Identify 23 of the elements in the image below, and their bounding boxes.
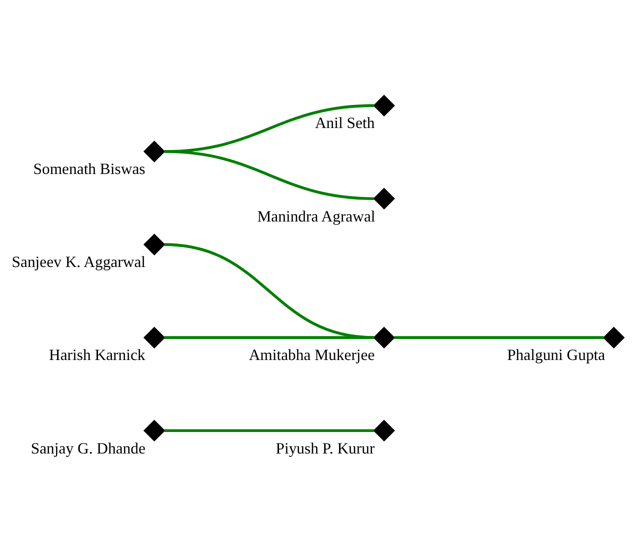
node-diamond bbox=[373, 94, 395, 116]
connector bbox=[394, 336, 604, 339]
node-diamond bbox=[143, 140, 166, 162]
node-label: Sanjay G. Dhande bbox=[30, 440, 146, 458]
connector bbox=[164, 150, 374, 200]
node-label: Somenath Biswas bbox=[33, 161, 146, 178]
node-label: Harish Karnick bbox=[48, 347, 146, 364]
node-label: Amitabha Mukerjee bbox=[248, 347, 375, 364]
connector bbox=[164, 243, 374, 339]
node-label: Phalguni Gupta bbox=[507, 347, 606, 364]
node-label: Anil Seth bbox=[314, 115, 375, 132]
node-label: Sanjeev K. Aggarwal bbox=[12, 254, 146, 272]
node-diamond bbox=[373, 188, 395, 210]
node-diamond bbox=[143, 326, 166, 348]
node-diamond bbox=[143, 420, 166, 442]
node-diamond bbox=[143, 234, 166, 256]
node-label: Manindra Agrawal bbox=[257, 208, 376, 226]
node-label: Piyush P. Kurur bbox=[276, 440, 375, 458]
connector bbox=[164, 429, 374, 432]
node-diamond bbox=[373, 420, 395, 442]
node-diamond bbox=[602, 326, 625, 348]
connector bbox=[164, 336, 374, 339]
node-diamond bbox=[373, 326, 395, 348]
